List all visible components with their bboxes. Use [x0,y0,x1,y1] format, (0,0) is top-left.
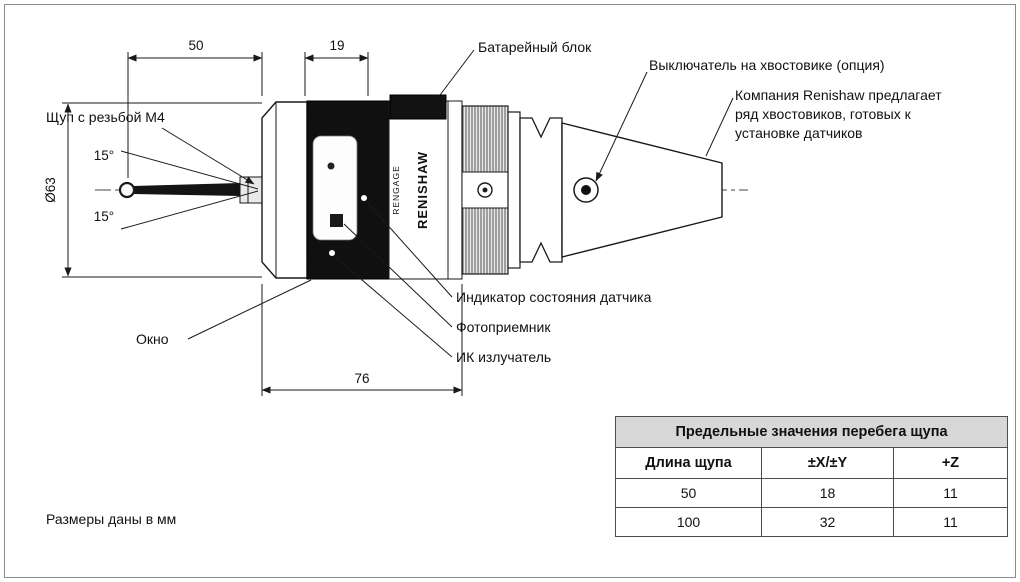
flange [519,117,563,263]
window-leader [187,279,312,340]
photo-leader [343,223,453,328]
probe-window [312,135,358,241]
angle-ray-bottom [120,190,259,230]
renishaw-text: RENISHAW [415,151,430,229]
stylus-leader [161,127,255,185]
ir-emitter-label: ИК излучатель [456,349,552,365]
ir-emitter [329,250,335,256]
shank-note-line3: установке датчиков [735,125,863,141]
ir-leader [333,255,453,358]
shank-note-line2: ряд хвостовиков, готовых к [735,106,911,122]
column-stylus-length: Длина щупа [615,447,762,479]
table-row: 50 18 11 [615,478,1008,508]
rear-ring [447,100,463,280]
spacer-ring [507,111,521,269]
cell-xy-18: 18 [761,478,894,508]
battery-leader [436,49,475,100]
dim-76: 76 [354,371,369,386]
status-leader [365,200,453,298]
front-cap [261,101,308,279]
shank-note-leader [705,97,734,157]
dim-19: 19 [329,38,344,53]
battery-block [389,94,447,120]
shank-note-line1: Компания Renishaw предлагает [735,87,942,103]
angle-label-top: 15° [94,148,114,163]
cell-length-100: 100 [615,507,762,537]
overtravel-table: Предельные значения перебега щупа Длина … [615,416,1008,537]
table-header-row: Длина щупа ±X/±Y +Z [615,447,1008,479]
cell-xy-32: 32 [761,507,894,537]
table-row: 100 32 11 [615,507,1008,537]
dim-diameter: Ø63 [43,177,58,203]
switch-leader [595,71,648,182]
shank-note-label: Компания Renishaw предлагает ряд хвостов… [735,86,985,143]
status-indicator-label: Индикатор состояния датчика [456,289,652,305]
dimension-labels: 50 19 76 Ø63 15° 15° [43,38,370,386]
leader-lines [161,49,734,358]
cell-z-11b: 11 [893,507,1008,537]
photo-receiver [330,214,343,227]
probe-body: RENGAGE RENISHAW [261,94,509,280]
angle-label-bottom: 15° [94,209,114,224]
stylus-ball [118,181,136,199]
cell-z-11a: 11 [893,478,1008,508]
stylus-shaft [133,183,240,196]
table-title: Предельные значения перебега щупа [615,416,1008,448]
shank [507,111,723,269]
dim-50: 50 [188,38,203,53]
stylus-label: Щуп с резьбой M4 [46,109,165,125]
rengage-text: RENGAGE [391,165,401,215]
column-xy: ±X/±Y [761,447,894,479]
column-z: +Z [893,447,1008,479]
stylus [118,176,263,204]
taper-cone [561,122,723,258]
photo-receiver-label: Фотоприемник [456,319,551,335]
angle-ray-top [120,150,259,190]
cell-length-50: 50 [615,478,762,508]
stylus-mount [239,176,263,204]
units-footnote: Размеры даны в мм [46,511,177,527]
table-title-row: Предельные значения перебега щупа [615,416,1008,448]
battery-label: Батарейный блок [478,39,592,55]
status-led [361,195,367,201]
dimension-lines [62,52,463,396]
window-label: Окно [136,331,169,347]
shank-switch-label: Выключатель на хвостовике (опция) [649,57,885,73]
